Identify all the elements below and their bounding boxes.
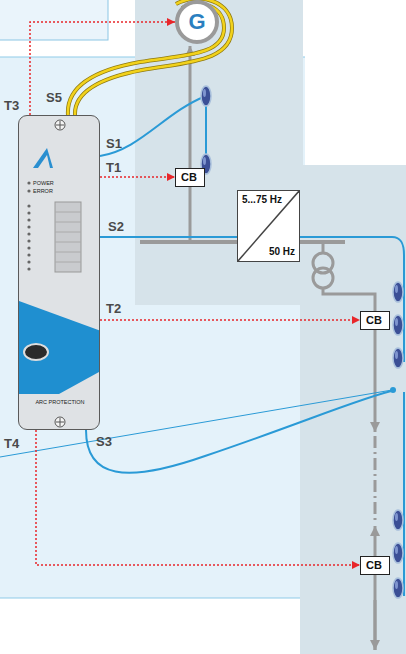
trip-output-label: T1 xyxy=(106,160,121,175)
breaker-box: CB xyxy=(360,311,390,330)
node-text: 5...75 Hz xyxy=(241,194,283,206)
breaker-box: CB xyxy=(360,556,390,575)
node-text: ERROR xyxy=(33,188,53,195)
sensor-channel-label: S3 xyxy=(96,434,112,449)
node-text: POWER xyxy=(33,180,54,187)
fibre-s1 xyxy=(100,96,206,166)
frequency-converter: 5...75 Hz 50 Hz xyxy=(237,190,300,262)
fibre-thin xyxy=(0,390,392,457)
corner-box xyxy=(0,0,108,40)
arc-sensor xyxy=(393,348,403,368)
sensor-channel-label: S5 xyxy=(46,90,62,105)
node-text: 50 Hz xyxy=(268,246,296,258)
fibre-s3 xyxy=(86,390,395,473)
trip-signal-line xyxy=(36,430,360,565)
fibre-cable xyxy=(75,0,232,115)
arc-sensor xyxy=(393,282,403,302)
arc-sensor xyxy=(201,86,211,106)
generator-line xyxy=(189,46,192,242)
node-text: ARC PROTECTION xyxy=(19,399,100,406)
fibre-s3 xyxy=(403,392,405,596)
relay-unit: POWERERROR ARC PROTECTION xyxy=(18,115,100,430)
feeder-line xyxy=(374,600,377,650)
feeder-panel xyxy=(300,165,406,654)
transformer-lead xyxy=(323,288,375,300)
trip-signal-line xyxy=(100,176,175,178)
arc-sensor xyxy=(393,543,403,563)
generator-circle: G xyxy=(175,0,219,44)
trip-output-label: T2 xyxy=(106,301,121,316)
transformer-winding xyxy=(313,268,333,288)
arc-sensor xyxy=(393,578,403,598)
node-text: CB xyxy=(181,171,199,184)
node-text: G xyxy=(188,9,205,35)
sensor-channel-label: S1 xyxy=(106,136,122,151)
arc-sensor xyxy=(393,315,403,335)
trip-output-label: T3 xyxy=(4,98,19,113)
node-text: CB xyxy=(366,559,384,572)
relay-face xyxy=(19,116,99,429)
sensor-channel-label: S2 xyxy=(108,219,124,234)
fibre-joint xyxy=(390,387,396,393)
feeder-dash xyxy=(374,436,377,522)
node-text: CB xyxy=(366,314,384,327)
region-border xyxy=(0,598,305,599)
breaker-box: CB xyxy=(175,168,205,187)
fibre-cable xyxy=(75,0,232,115)
trip-output-label: T4 xyxy=(4,436,19,451)
trip-signal-line xyxy=(30,22,175,115)
generator-panel xyxy=(135,0,303,305)
arc-sensor xyxy=(393,510,403,530)
trip-signal-line xyxy=(100,319,360,321)
feeder-line xyxy=(374,526,377,650)
